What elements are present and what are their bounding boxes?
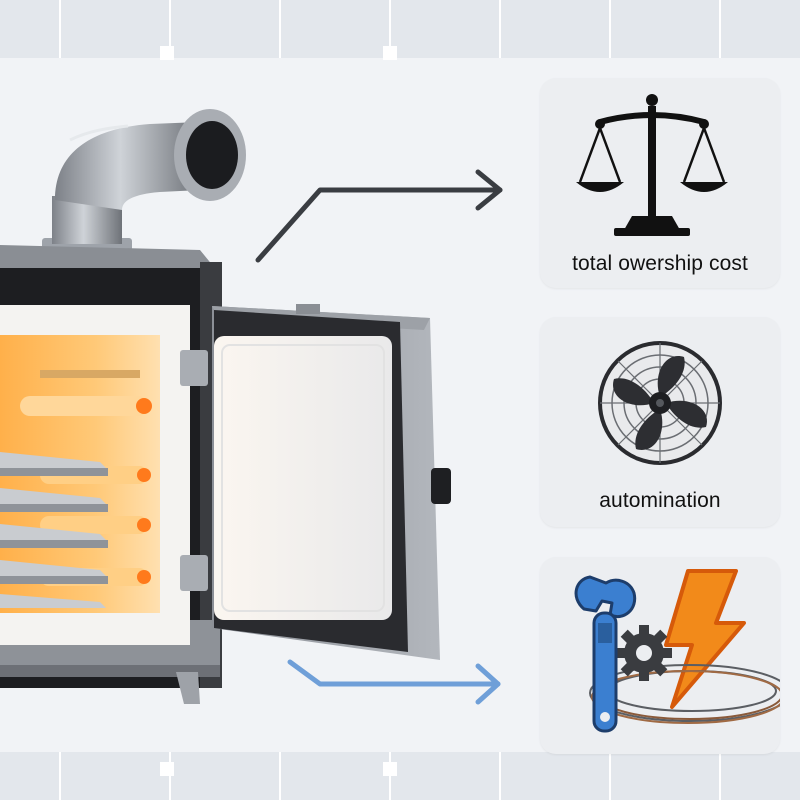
benefit-card-maintenance [540,557,780,754]
oven-body [0,245,222,704]
oven-door [212,304,451,660]
benefit-label-cost: total owership cost [572,252,748,275]
benefit-label-automation: automination [599,489,721,512]
arrow-to-cost [255,169,503,263]
fan-icon [598,341,722,465]
arrow-to-maintenance [287,659,501,705]
exhaust-pipe [42,109,246,256]
hinges [180,350,208,591]
trays [0,452,108,608]
wrench-gear-lightning-icon [574,569,780,733]
benefit-card-cost: total owership cost [540,78,780,288]
balance-scale-icon [576,94,728,236]
benefit-card-automation: automination [540,317,780,527]
